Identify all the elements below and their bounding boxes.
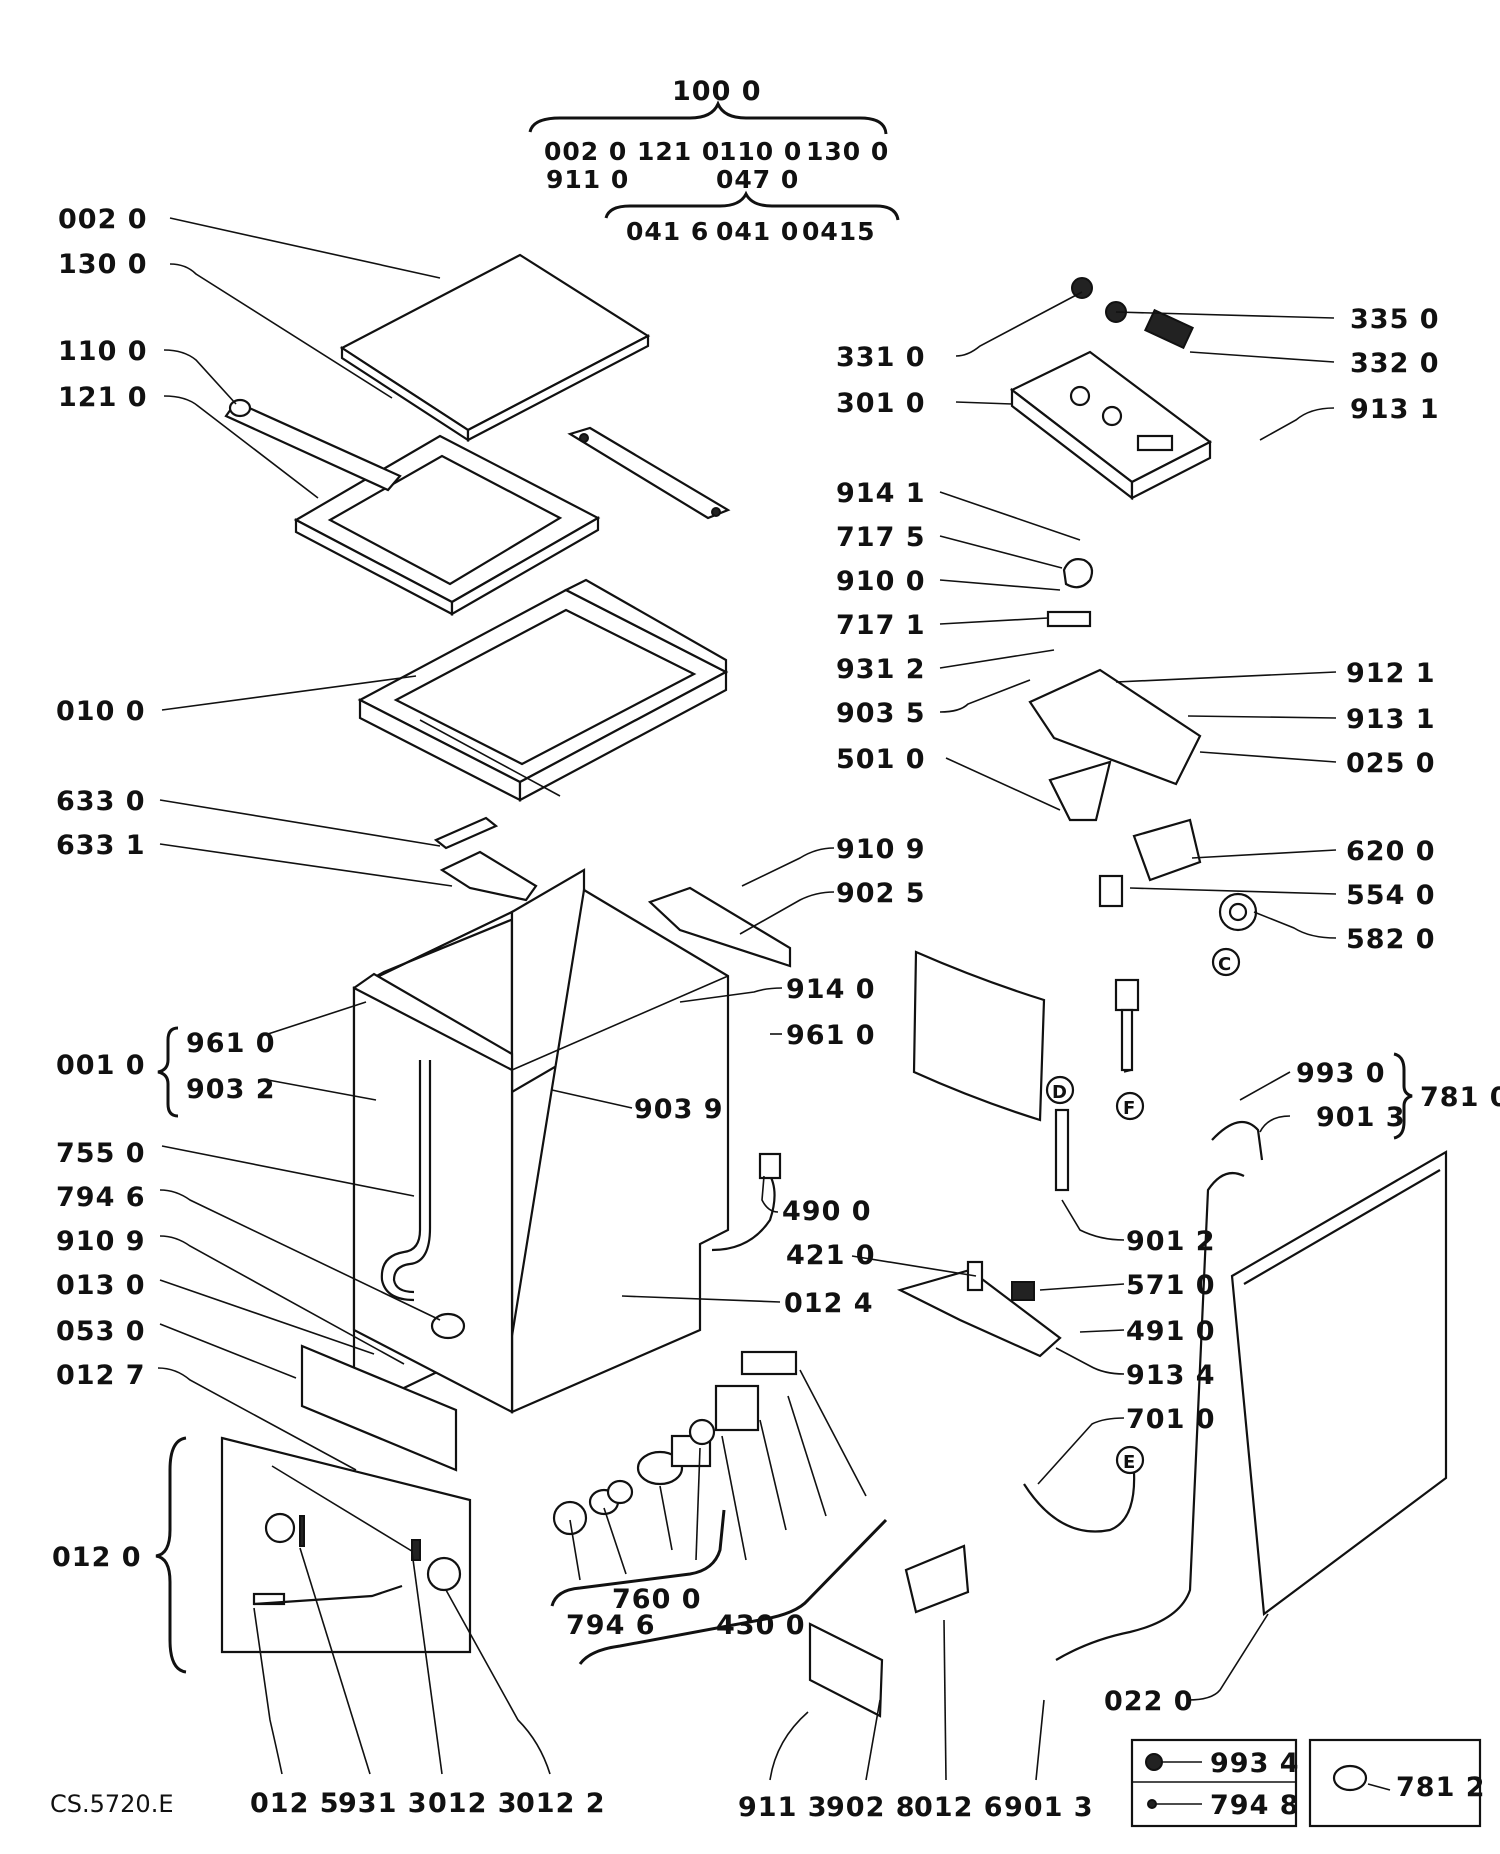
- middle-labels: 910 9 902 5 914 0 961 0 903 9 490 0 421 …: [566, 834, 926, 1641]
- leader-lines: [157, 217, 1337, 1781]
- door-lock-box: [220, 1436, 472, 1654]
- marker-label: C: [1218, 954, 1231, 975]
- control-panel: [1009, 277, 1258, 932]
- part-label: 717 5: [836, 522, 926, 553]
- part-label: 912 1: [1346, 658, 1436, 689]
- part-label: 794 6: [566, 1610, 656, 1641]
- part-label: 332 0: [1350, 348, 1440, 379]
- part-label: 490 0: [782, 1196, 872, 1227]
- part-label: 901 3: [1316, 1102, 1406, 1133]
- part-label: 633 0: [56, 786, 146, 817]
- part-label: 012 5: [250, 1788, 340, 1819]
- part-label: 903 9: [634, 1094, 724, 1125]
- part-label: 130 0: [58, 249, 148, 280]
- part-label: 025 0: [1346, 748, 1436, 779]
- part-label: 022 0: [1104, 1686, 1194, 1717]
- part-label: 961 0: [786, 1020, 876, 1051]
- bottom-labels: 012 5 931 3 012 3 012 2 911 3 902 8 012 …: [50, 1788, 1094, 1823]
- part-label: 717 1: [836, 610, 926, 641]
- part-label: 421 0: [786, 1240, 876, 1271]
- part-label: 913 1: [1350, 394, 1440, 425]
- part-label: 794 6: [56, 1182, 146, 1213]
- legend-label: 993 4: [1210, 1748, 1300, 1779]
- legend-label: 794 8: [1210, 1790, 1300, 1821]
- part-label: 910 9: [56, 1226, 146, 1257]
- part-label: 902 8: [826, 1792, 916, 1823]
- part-label: 110 0: [58, 336, 148, 367]
- part-label: 001 0: [56, 1050, 146, 1081]
- part-label: 931 3: [338, 1788, 428, 1819]
- part-label: 010 0: [56, 696, 146, 727]
- part-label: 582 0: [1346, 924, 1436, 955]
- part-label: 931 2: [836, 654, 926, 685]
- legend: 993 4 794 8 781 2: [1130, 1738, 1486, 1828]
- part-label: 012 3: [428, 1788, 518, 1819]
- part-label: 430 0: [716, 1610, 806, 1641]
- part-label: 760 0: [612, 1584, 702, 1615]
- part-label: 012 0: [52, 1542, 142, 1573]
- marker-label: E: [1123, 1452, 1135, 1473]
- part-label: 491 0: [1126, 1316, 1216, 1347]
- part-label: 903 2: [186, 1074, 276, 1105]
- part-label: 911 3: [738, 1792, 828, 1823]
- cabinet-assembly: [300, 816, 792, 1472]
- assembly-top-label: 100 0: [672, 76, 762, 107]
- part-label: 901 3: [1004, 1792, 1094, 1823]
- part-label: 301 0: [836, 388, 926, 419]
- part-label: 002 0: [58, 204, 148, 235]
- part-label: 554 0: [1346, 880, 1436, 911]
- part-label: 335 0: [1350, 304, 1440, 335]
- assembly-sub-label: 911 0: [546, 165, 629, 194]
- part-label: 781 0: [1420, 1082, 1500, 1113]
- part-label: 012 7: [56, 1360, 146, 1391]
- part-label: 914 0: [786, 974, 876, 1005]
- part-label: 620 0: [1346, 836, 1436, 867]
- part-label: 755 0: [56, 1138, 146, 1169]
- lower-right-labels: 993 0 901 3 781 0 901 2 571 0 491 0 913 …: [1104, 1052, 1500, 1717]
- part-label: 902 5: [836, 878, 926, 909]
- part-label: 901 2: [1126, 1226, 1216, 1257]
- assembly-sub-label: 002 0: [544, 137, 627, 166]
- drawing-code: CS.5720.E: [50, 1790, 174, 1818]
- part-label: 012 6: [914, 1792, 1004, 1823]
- part-label: 013 0: [56, 1270, 146, 1301]
- part-label: 903 5: [836, 698, 926, 729]
- part-label: 331 0: [836, 342, 926, 373]
- assembly-sub-label: 047 0: [716, 165, 799, 194]
- assembly-sub-label: 041 6: [626, 217, 709, 246]
- part-label: 993 0: [1296, 1058, 1386, 1089]
- part-label: 571 0: [1126, 1270, 1216, 1301]
- right-labels: 335 0 332 0 331 0 301 0 913 1 914 1 717 …: [836, 304, 1440, 955]
- legend-label: 781 2: [1396, 1772, 1486, 1803]
- assembly-sub-label: 110 0: [719, 137, 802, 166]
- part-label: 053 0: [56, 1316, 146, 1347]
- markers: C D F E: [1045, 947, 1241, 1475]
- marker-label: D: [1052, 1082, 1067, 1103]
- part-label: 701 0: [1126, 1404, 1216, 1435]
- part-label: 121 0: [58, 382, 148, 413]
- assembly-sub-label: 130 0: [806, 137, 889, 166]
- part-label: 012 4: [784, 1288, 874, 1319]
- part-label: 913 1: [1346, 704, 1436, 735]
- part-label: 914 1: [836, 478, 926, 509]
- part-label: 501 0: [836, 744, 926, 775]
- part-label: 910 9: [836, 834, 926, 865]
- left-labels: 002 0 130 0 110 0 121 0 010 0 633 0 633 …: [52, 204, 276, 1674]
- part-label: 910 0: [836, 566, 926, 597]
- part-label: 961 0: [186, 1028, 276, 1059]
- assembly-sub-label: 0415: [802, 217, 876, 246]
- part-label: 633 1: [56, 830, 146, 861]
- assembly-sub-label: 041 0: [716, 217, 799, 246]
- assembly-sub-label: 121 0: [637, 137, 720, 166]
- lower-parts: [552, 950, 1448, 1718]
- part-label: 913 4: [1126, 1360, 1216, 1391]
- assembly-brace: 100 0 002 0 121 0 110 0 130 0 911 0 047 …: [528, 76, 900, 246]
- marker-label: F: [1123, 1098, 1135, 1119]
- lid-assembly: [224, 253, 731, 802]
- part-label: 012 2: [516, 1788, 606, 1819]
